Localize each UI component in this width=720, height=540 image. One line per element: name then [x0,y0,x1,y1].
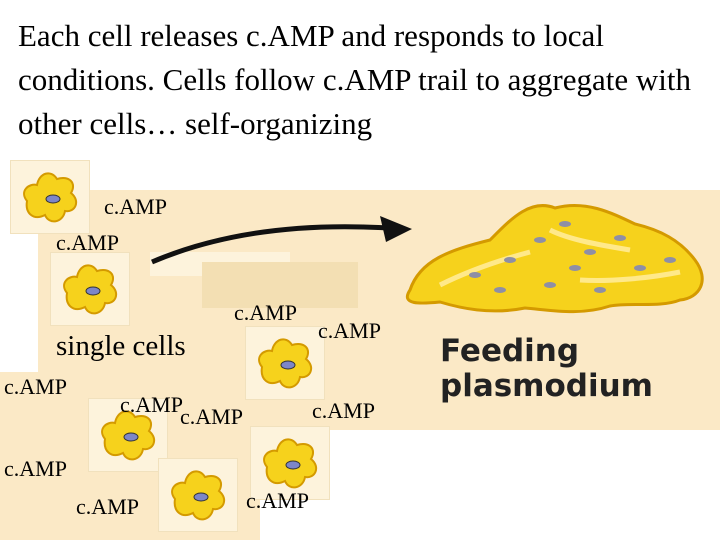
single-cell [88,398,168,472]
camp-label: c.AMP [4,456,67,481]
feeding-label-line1: Feeding [440,333,580,369]
feeding-plasmodium-label: Feeding plasmodium [440,334,653,404]
feeding-label-line2: plasmodium [440,368,653,404]
camp-label: c.AMP [104,194,167,219]
amoeba-cell-icon [171,470,226,521]
amoeba-cell-icon [101,410,156,461]
slide-title: Each cell releases c.AMP and responds to… [18,18,691,141]
single-cell [158,458,238,532]
single-cell [10,160,90,234]
camp-label: c.AMP [120,392,183,417]
single-cells-label: single cells [56,330,186,362]
camp-label: c.AMP [312,398,375,423]
camp-label: c.AMP [56,230,119,255]
single-cell [50,252,130,326]
camp-label: c.AMP [4,374,67,399]
camp-label: c.AMP [318,318,381,343]
camp-label: c.AMP [76,494,139,519]
amoeba-cell-icon [23,172,78,223]
plasmodium-icon [406,203,704,314]
amoeba-cell-icon [258,338,313,389]
amoeba-cell-icon [263,438,318,489]
camp-label: c.AMP [180,404,243,429]
amoeba-cell-icon [63,264,118,315]
camp-label: c.AMP [234,300,297,325]
label-highlight [202,262,358,308]
single-cell [250,426,330,500]
single-cell [245,326,325,400]
camp-label: c.AMP [246,488,309,513]
